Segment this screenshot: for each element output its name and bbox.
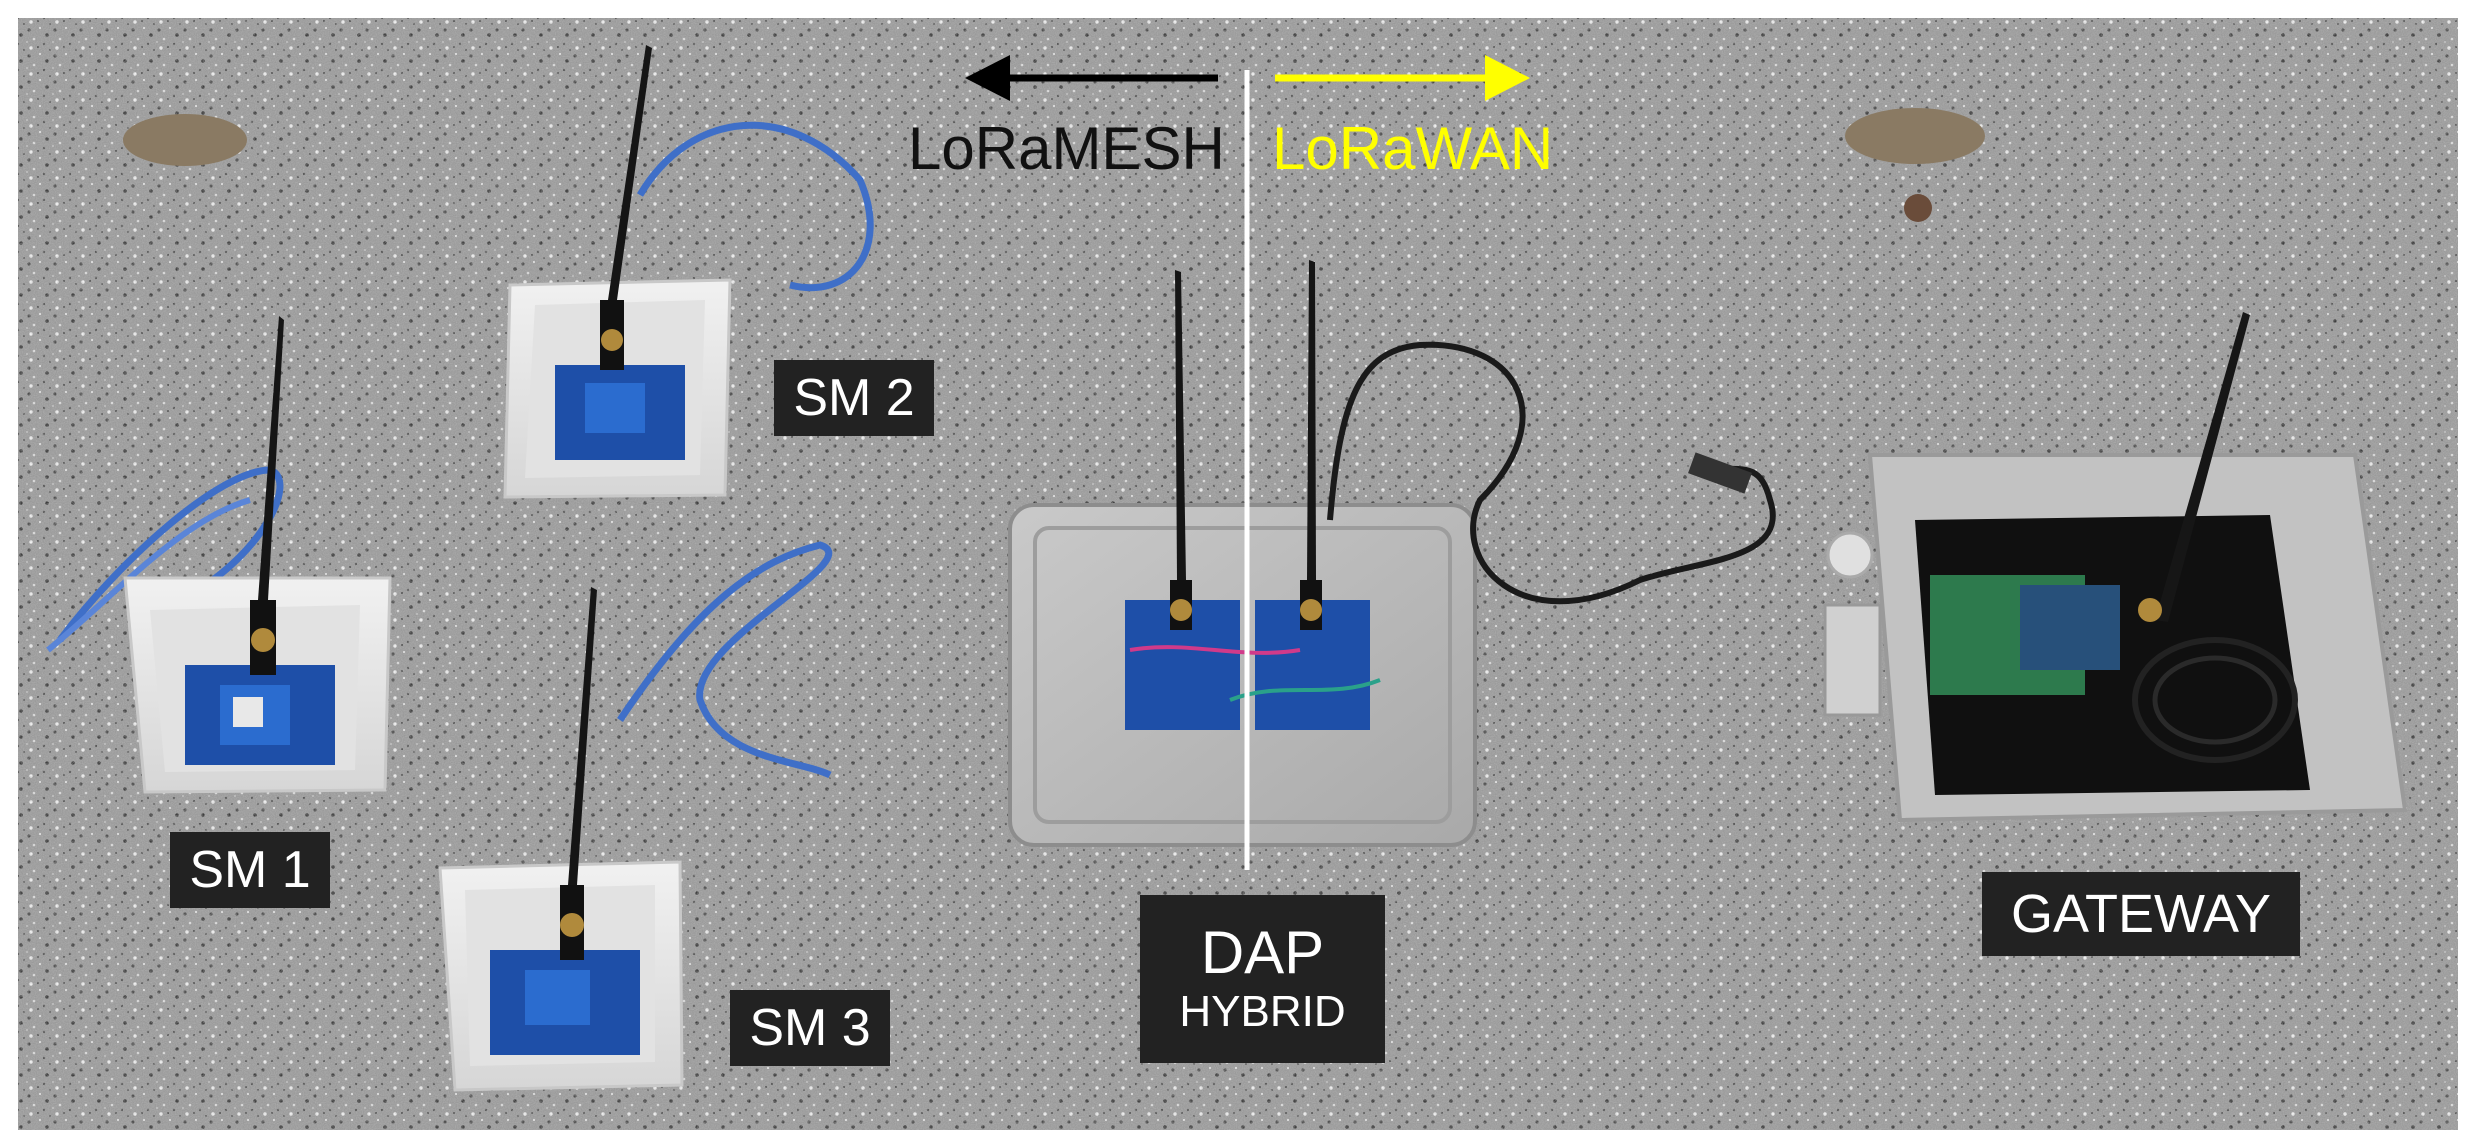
sm1-node bbox=[46, 316, 392, 794]
dap-label: DAP HYBRID bbox=[1140, 895, 1385, 1063]
dap-label-sub: HYBRID bbox=[1179, 987, 1346, 1036]
loramesh-arrow bbox=[965, 55, 1218, 101]
sm1-label: SM 1 bbox=[170, 832, 330, 908]
sm3-label: SM 3 bbox=[730, 990, 890, 1066]
dap-node bbox=[1008, 260, 1776, 847]
sm3-node bbox=[438, 541, 833, 1092]
lorawan-label: LoRaWAN bbox=[1272, 115, 1554, 182]
sm2-label: SM 2 bbox=[774, 360, 934, 436]
loramesh-label: LoRaMESH bbox=[908, 115, 1225, 182]
lorawan-arrow bbox=[1275, 55, 1530, 101]
gateway-label: GATEWAY bbox=[1982, 872, 2300, 956]
sm2-node bbox=[503, 45, 874, 499]
dap-label-main: DAP bbox=[1200, 919, 1325, 986]
gateway-node bbox=[1823, 312, 2408, 823]
